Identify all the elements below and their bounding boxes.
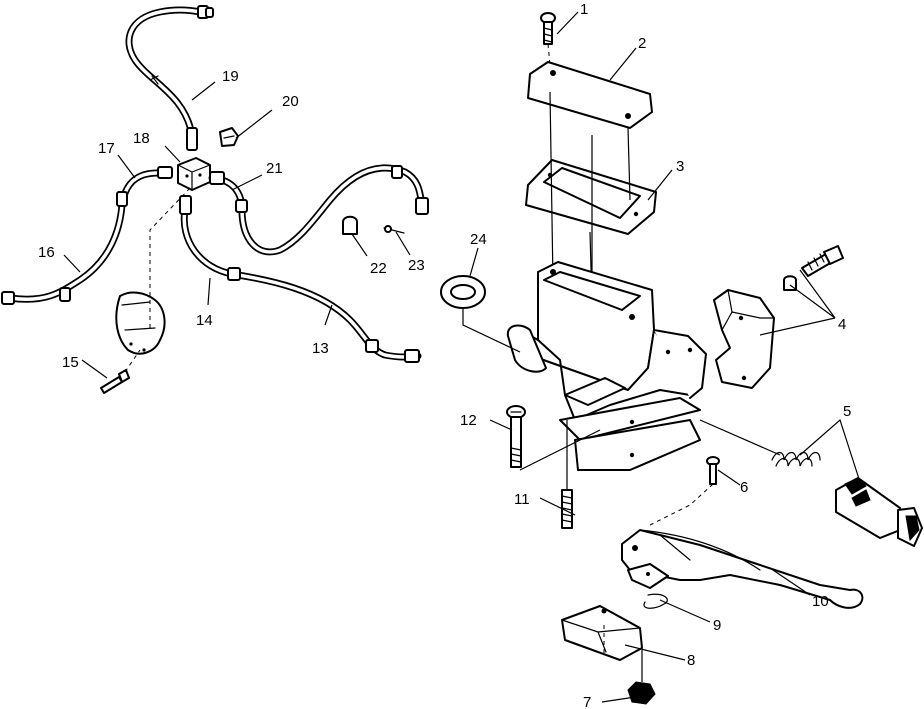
frame-bracket	[115, 187, 191, 355]
callout-20: 20	[282, 93, 299, 110]
clip-22	[342, 215, 358, 235]
pivot-block-8	[561, 605, 643, 661]
reservoir-cover-2	[527, 61, 653, 129]
callout-17: 17	[98, 140, 115, 157]
brake-hose-13	[179, 195, 422, 363]
pivot-screw-6	[649, 456, 720, 526]
callout-24: 24	[470, 231, 487, 248]
callout-10: 10	[812, 593, 829, 610]
callout-9: 9	[713, 617, 721, 634]
callout-leaders	[63, 11, 861, 703]
junction-block-18	[177, 157, 211, 191]
handlebar-clamp-4	[713, 245, 844, 389]
brake-lever-10	[621, 529, 864, 609]
brake-hose-21	[208, 164, 429, 256]
callout-7: 7	[583, 694, 591, 709]
brake-hose-16	[1, 166, 173, 305]
bolt-15	[100, 349, 141, 394]
callout-8: 8	[687, 652, 695, 669]
callout-21: 21	[266, 160, 283, 177]
callout-11: 11	[514, 491, 530, 508]
cover-screw-1	[540, 12, 556, 66]
callout-6: 6	[740, 479, 748, 496]
clamp-bolt-11	[561, 420, 573, 529]
master-cylinder-body	[506, 261, 707, 471]
brake-hose-19	[125, 5, 214, 151]
callout-4: 4	[838, 316, 846, 333]
callout-22: 22	[370, 260, 387, 277]
lever-spring-9	[643, 593, 668, 609]
bleeder-screw-20	[219, 127, 239, 147]
callout-16: 16	[38, 244, 55, 261]
callout-13: 13	[312, 340, 329, 357]
callout-1: 1	[580, 1, 588, 18]
callout-19: 19	[222, 68, 239, 85]
callout-5: 5	[843, 403, 851, 420]
callout-3: 3	[676, 158, 684, 175]
callout-15: 15	[62, 354, 79, 371]
callout-12: 12	[460, 412, 477, 429]
callout-23: 23	[408, 257, 425, 274]
piston-spring-5	[699, 419, 923, 547]
diaphragm-gasket-3	[525, 159, 657, 235]
clamp-bolt-12	[506, 405, 526, 468]
boot-ring-24	[440, 275, 521, 353]
callout-2: 2	[638, 35, 646, 52]
callout-14: 14	[196, 312, 213, 329]
screw-23	[383, 225, 405, 234]
callout-labels: 1 2 3 4 5 6 7 8 9 10 11 12 13 14 15 16 1…	[38, 1, 851, 709]
callout-18: 18	[133, 130, 150, 147]
